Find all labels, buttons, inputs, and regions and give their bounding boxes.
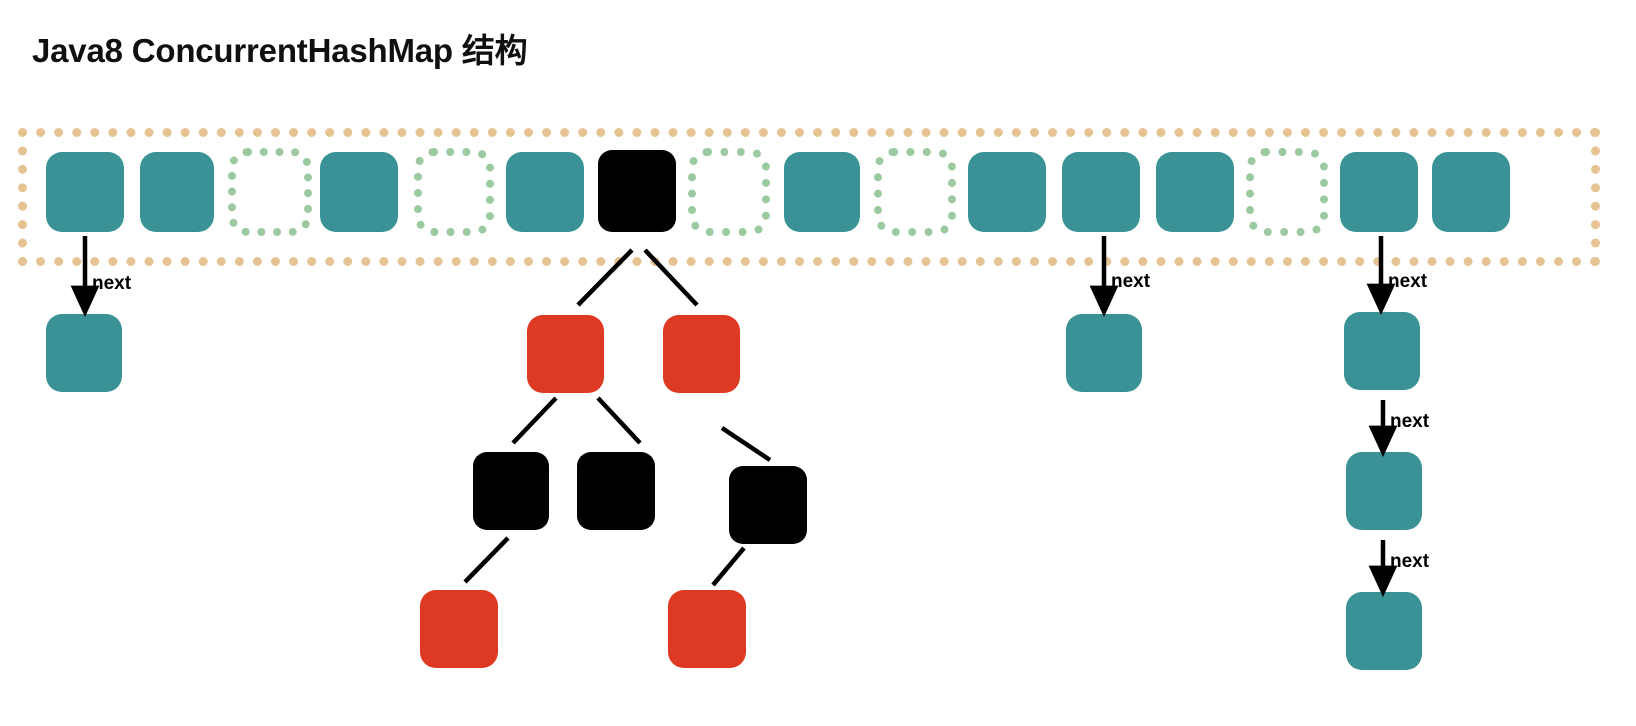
array-cell-3[interactable] [320, 152, 398, 232]
tree-node-rr[interactable] [729, 466, 807, 544]
array-cell-12[interactable] [1156, 152, 1234, 232]
array-cell-6-tree-root[interactable] [598, 150, 676, 232]
tree-node-lll[interactable] [420, 590, 498, 668]
array-cell-2-empty[interactable] [228, 148, 312, 236]
array-cell-9-empty[interactable] [874, 148, 956, 236]
next-label-bucket14-2: next [1390, 411, 1430, 432]
array-cell-11[interactable] [1062, 152, 1140, 232]
tree-node-ll[interactable] [473, 452, 549, 530]
chain-node-bucket14-2[interactable] [1346, 452, 1422, 530]
next-label-bucket0: next [92, 273, 132, 294]
array-cell-4-empty[interactable] [414, 148, 494, 236]
hash-table-array-container [18, 128, 1600, 266]
next-label-bucket14-3: next [1390, 551, 1430, 572]
tree-node-l[interactable] [527, 315, 604, 393]
chain-node-bucket14-3[interactable] [1346, 592, 1422, 670]
array-cell-10[interactable] [968, 152, 1046, 232]
tree-node-rrl[interactable] [668, 590, 746, 668]
tree-edge-l-lr [596, 396, 642, 445]
array-cell-5[interactable] [506, 152, 584, 232]
page-title: Java8 ConcurrentHashMap 结构 [32, 32, 528, 69]
tree-edge-ll-lll [463, 536, 510, 584]
chain-node-bucket0-1[interactable] [46, 314, 122, 392]
tree-node-r[interactable] [663, 315, 740, 393]
array-cell-8[interactable] [784, 152, 860, 232]
array-cell-0[interactable] [46, 152, 124, 232]
array-cell-14[interactable] [1340, 152, 1418, 232]
tree-edge-r-rr [720, 426, 772, 462]
array-cell-13-empty[interactable] [1246, 148, 1328, 236]
tree-node-lr[interactable] [577, 452, 655, 530]
chain-node-bucket11-1[interactable] [1066, 314, 1142, 392]
tree-edge-l-ll [511, 396, 558, 445]
array-cell-15[interactable] [1432, 152, 1510, 232]
chain-node-bucket14-1[interactable] [1344, 312, 1420, 390]
next-label-bucket11: next [1111, 271, 1151, 292]
next-label-bucket14-1: next [1388, 271, 1428, 292]
tree-edge-rr-rrl [711, 546, 746, 587]
array-cell-7-empty[interactable] [688, 148, 770, 236]
array-cell-1[interactable] [140, 152, 214, 232]
